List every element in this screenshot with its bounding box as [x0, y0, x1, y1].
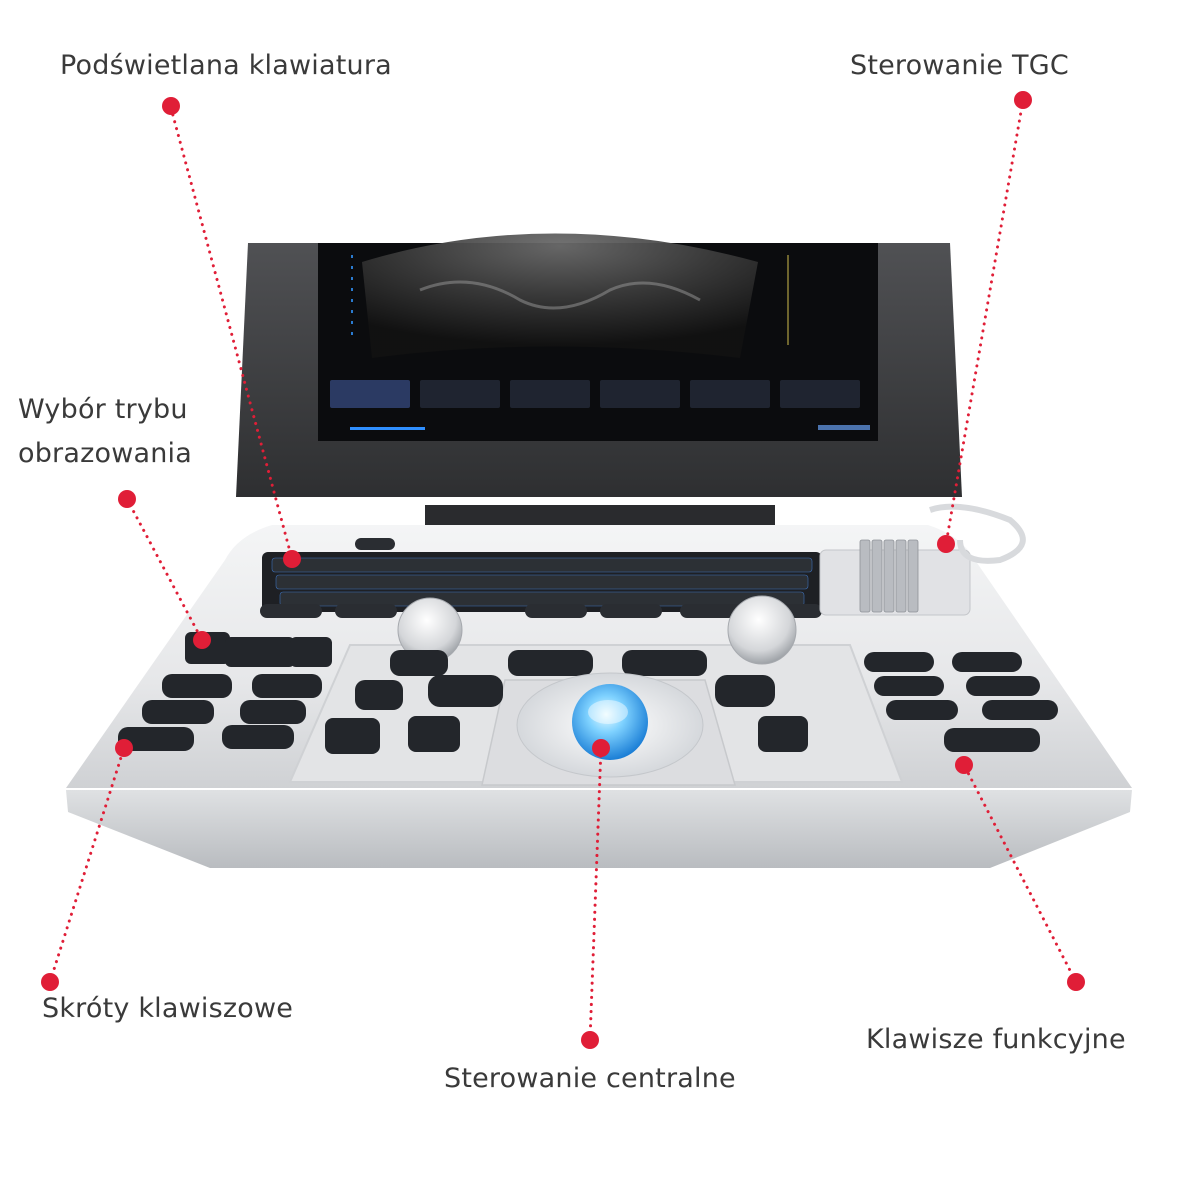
tgc-slider[interactable]: [895, 539, 907, 613]
leader-line-keyboard: [169, 106, 294, 561]
tgc-slider[interactable]: [859, 539, 871, 613]
tgc-slider[interactable]: [883, 539, 895, 613]
shortcut-key[interactable]: [240, 700, 306, 724]
lower-key[interactable]: [600, 604, 662, 618]
monitor: [236, 233, 962, 543]
leader-line-function: [962, 763, 1078, 984]
shortcut-keys: [118, 674, 322, 751]
tgc-sliders[interactable]: [859, 539, 919, 613]
central-key[interactable]: [508, 650, 593, 676]
screen-progress-bar: [350, 427, 425, 430]
screen-status-icons: [818, 425, 870, 430]
function-key[interactable]: [886, 700, 958, 720]
central-key[interactable]: [408, 716, 460, 752]
lower-key[interactable]: [680, 604, 742, 618]
central-key[interactable]: [355, 680, 403, 710]
function-key[interactable]: [944, 728, 1040, 752]
tgc-panel: [819, 549, 971, 616]
callout-label-function-keys: Klawisze funkcyjne: [866, 1024, 1126, 1055]
shortcut-key[interactable]: [142, 700, 214, 724]
callout-dot: [115, 739, 133, 757]
callout-dot: [592, 739, 610, 757]
central-key[interactable]: [622, 650, 707, 676]
callout-dot: [581, 1031, 599, 1049]
console-front-edge: [66, 790, 1132, 868]
function-key[interactable]: [952, 652, 1022, 672]
leader-line-central: [588, 746, 603, 1042]
shortcut-key[interactable]: [118, 727, 194, 751]
central-key[interactable]: [715, 675, 775, 707]
function-key[interactable]: [982, 700, 1058, 720]
function-key[interactable]: [864, 652, 934, 672]
shortcut-key[interactable]: [162, 674, 232, 698]
shortcut-key[interactable]: [222, 725, 294, 749]
mode-key[interactable]: [225, 637, 295, 667]
lower-key[interactable]: [525, 604, 587, 618]
central-key[interactable]: [428, 675, 503, 707]
callout-label-imaging-mode: Wybór trybu obrazowania: [18, 394, 192, 469]
callout-leaders: [48, 98, 1078, 1042]
callout-dot: [937, 535, 955, 553]
screen-menu-button: [420, 380, 500, 408]
callout-label-central-control: Sterowanie centralne: [444, 1063, 736, 1094]
tgc-slider[interactable]: [907, 539, 919, 613]
callout-dot: [1014, 91, 1032, 109]
leader-line-mode: [125, 497, 204, 642]
mode-key[interactable]: [290, 637, 332, 667]
callout-label-backlit-keyboard: Podświetlana klawiatura: [60, 50, 392, 81]
shortcut-key[interactable]: [252, 674, 322, 698]
callout-dot: [283, 550, 301, 568]
screen-menu-button: [690, 380, 770, 408]
central-key[interactable]: [390, 650, 448, 676]
central-key[interactable]: [758, 716, 808, 752]
leader-line-shortcuts: [48, 746, 126, 984]
gain-knob-right[interactable]: [727, 595, 797, 665]
callout-label-shortcuts: Skróty klawiszowe: [42, 993, 294, 1024]
function-key[interactable]: [966, 676, 1040, 696]
keyboard-row-2: [275, 574, 809, 590]
keyboard-lower-keys: [260, 604, 822, 618]
callout-dot: [1067, 973, 1085, 991]
callout-dot: [162, 97, 180, 115]
trackball[interactable]: [572, 684, 648, 760]
screen-menu-button: [780, 380, 860, 408]
ultrasound-scan-image: [362, 233, 758, 358]
central-keys: [325, 650, 808, 754]
leader-line-tgc: [944, 98, 1025, 546]
backlit-keyboard: [260, 538, 822, 618]
power-button[interactable]: [355, 538, 395, 550]
probe-cable: [929, 503, 1026, 564]
callout-label-tgc-control: Sterowanie TGC: [850, 50, 1069, 81]
trackball-glow: [588, 700, 628, 724]
function-key[interactable]: [874, 676, 944, 696]
tgc-slider-panel: [819, 503, 1026, 616]
callout-dot: [193, 631, 211, 649]
callout-dot: [118, 490, 136, 508]
callout-dots: [41, 91, 1085, 1049]
function-keys: [864, 652, 1058, 752]
callout-dot: [955, 756, 973, 774]
tgc-slider[interactable]: [871, 539, 883, 613]
screen-menu-button: [330, 380, 410, 408]
central-key[interactable]: [325, 718, 380, 754]
callout-dot: [41, 973, 59, 991]
imaging-mode-keys: [185, 632, 332, 667]
screen-menu-button: [510, 380, 590, 408]
keyboard-row-1: [271, 557, 813, 573]
keyboard-row-3: [279, 591, 805, 607]
lower-key[interactable]: [335, 604, 397, 618]
scan-texture: [419, 280, 701, 310]
lower-key[interactable]: [260, 604, 322, 618]
screen-menu-button: [600, 380, 680, 408]
keyboard-key-rows: [271, 557, 813, 607]
screen-menu-buttons: [330, 380, 860, 408]
